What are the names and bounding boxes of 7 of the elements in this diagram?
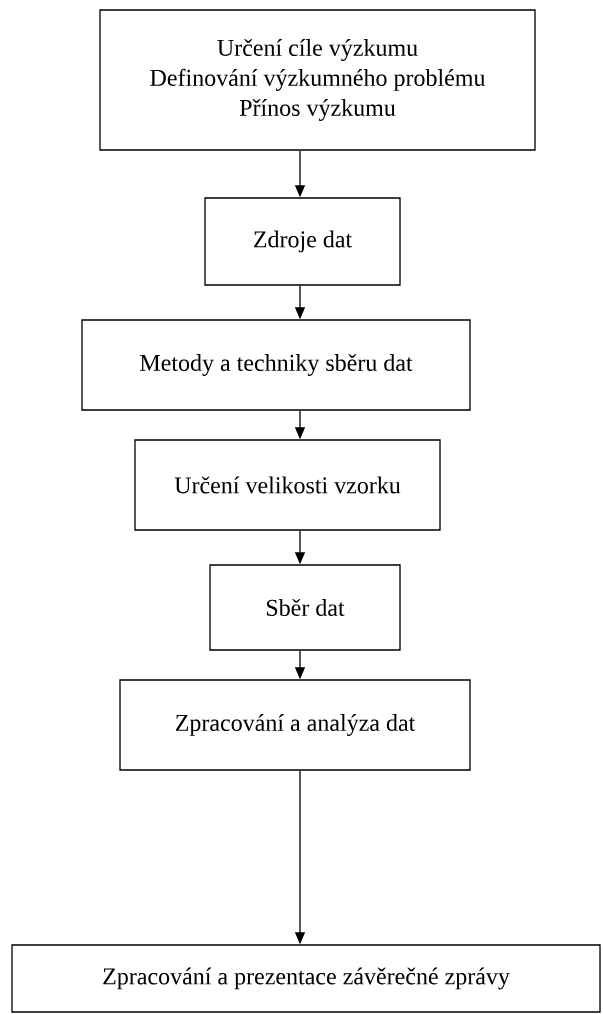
process-box: Určení velikosti vzorku — [134, 439, 441, 531]
process-box: Zdroje dat — [204, 197, 401, 286]
process-box: Zpracování a prezentace závěrečné zprávy — [11, 944, 601, 1013]
process-box: Určení cíle výzkumu Definování výzkumného problému Přínos výzkumu — [99, 9, 536, 151]
process-box: Zpracování a analýza dat — [119, 679, 471, 771]
process-box: Metody a techniky sběru dat — [81, 319, 471, 411]
process-box: Sběr dat — [209, 564, 401, 651]
